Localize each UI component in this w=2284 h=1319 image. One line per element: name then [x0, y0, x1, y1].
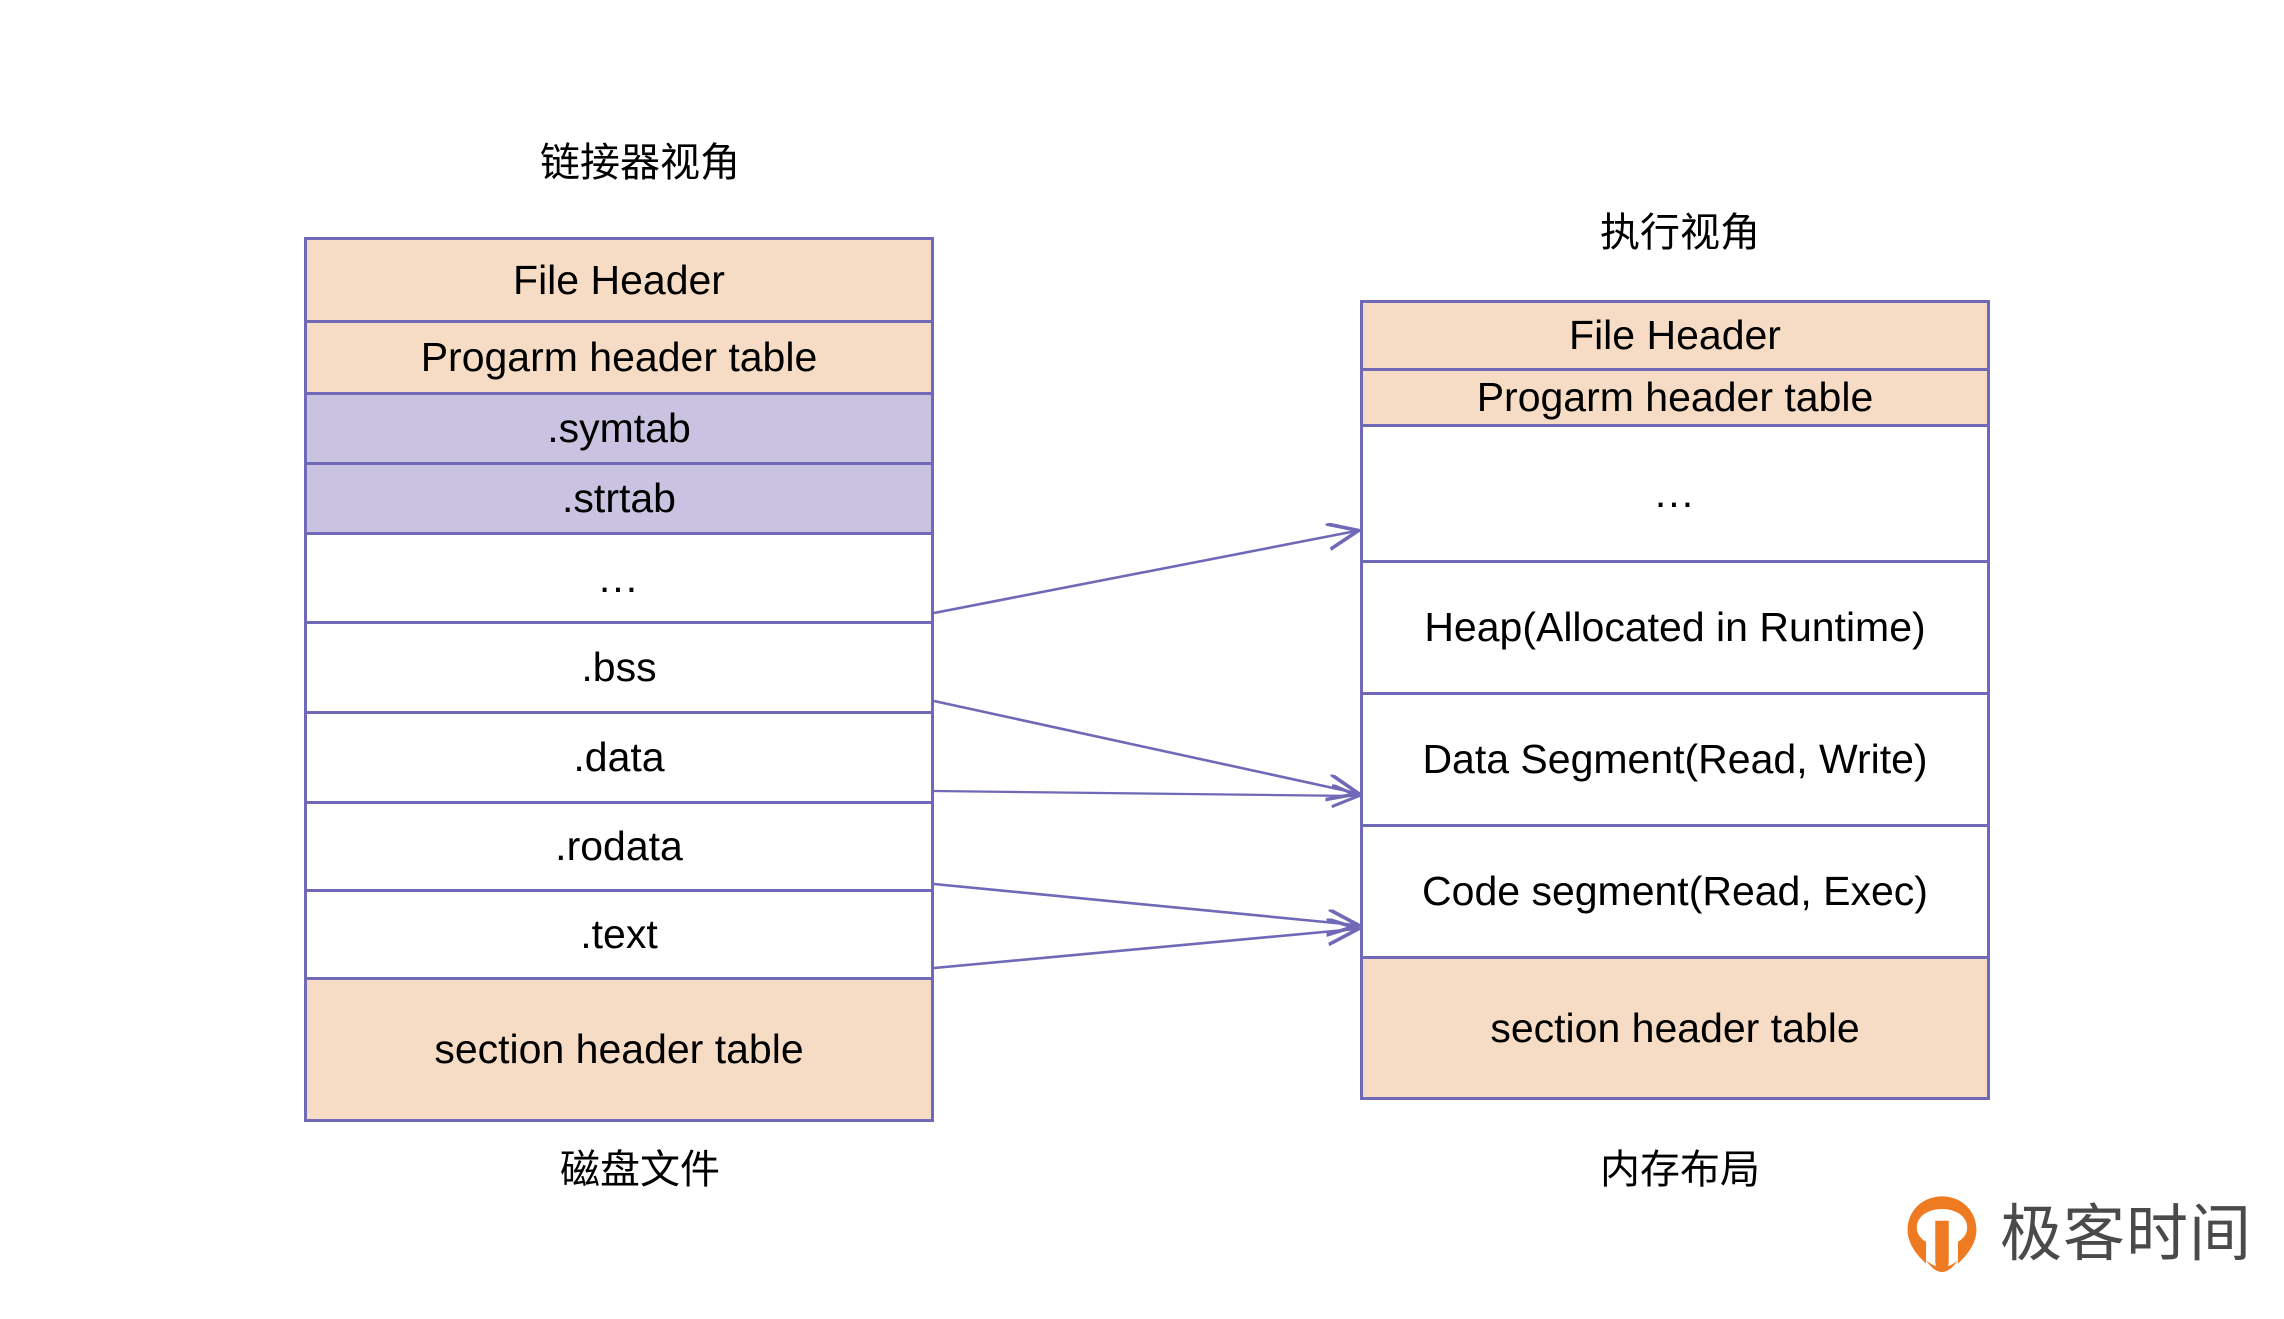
linker-row-symtab: .symtab [307, 395, 931, 465]
exec-row-code-segment: Code segment(Read, Exec) [1363, 827, 1987, 959]
linker-row-file-header: File Header [307, 240, 931, 323]
linker-view-table: File Header Progarm header table .symtab… [304, 237, 934, 1122]
arrow-bss-to-data-segment [933, 699, 1356, 793]
linker-view-title: 链接器视角 [540, 141, 740, 185]
exec-row-label: Progarm header table [1476, 374, 1874, 420]
exec-row-heap: Heap(Allocated in Runtime) [1363, 563, 1987, 695]
arrow-ellipsis-to-ellipsis [933, 531, 1356, 615]
linker-row-label: ... [598, 554, 640, 601]
linker-row-data: .data [307, 714, 931, 804]
memory-layout-caption: 内存布局 [1600, 1148, 1760, 1192]
exec-row-file-header: File Header [1363, 303, 1987, 371]
linker-row-label: .text [580, 911, 658, 957]
disk-file-caption: 磁盘文件 [560, 1148, 720, 1192]
exec-row-program-header-table: Progarm header table [1363, 371, 1987, 427]
linker-row-label: .strtab [562, 475, 676, 521]
linker-row-label: Progarm header table [420, 334, 818, 380]
exec-row-ellipsis: ... [1363, 427, 1987, 563]
exec-row-label: section header table [1490, 1004, 1860, 1051]
exec-row-section-header-table: section header table [1363, 959, 1987, 1097]
linker-row-label: .symtab [547, 405, 691, 451]
exec-row-label: ... [1654, 470, 1696, 516]
linker-row-ellipsis: ... [307, 535, 931, 624]
linker-row-section-header-table: section header table [307, 980, 931, 1119]
arrow-data-to-data-segment [933, 791, 1356, 796]
exec-row-label: Heap(Allocated in Runtime) [1424, 604, 1926, 650]
linker-row-label: section header table [434, 1026, 804, 1072]
linker-row-strtab: .strtab [307, 465, 931, 535]
exec-row-label: Data Segment(Read, Write) [1422, 736, 1928, 782]
geektime-pin-icon [1907, 1196, 1977, 1272]
linker-row-text: .text [307, 892, 931, 980]
exec-row-label: Code segment(Read, Exec) [1422, 868, 1928, 914]
linker-row-label: .bss [581, 644, 657, 690]
linker-row-program-header-table: Progarm header table [307, 323, 931, 395]
arrow-text-to-code-segment [933, 929, 1356, 970]
linker-row-label: File Header [513, 256, 725, 303]
linker-row-rodata: .rodata [307, 804, 931, 892]
execution-view-table: File Header Progarm header table ... Hea… [1360, 300, 1990, 1100]
brand-logo-text: 极客时间 [2000, 1200, 2253, 1269]
linker-row-bss: .bss [307, 624, 931, 714]
brand-logo: 极客时间 [1900, 1185, 2253, 1285]
execution-view-title: 执行视角 [1600, 211, 1760, 255]
arrow-rodata-to-code-segment [933, 882, 1356, 925]
linker-row-label: .data [573, 734, 665, 780]
exec-row-data-segment: Data Segment(Read, Write) [1363, 695, 1987, 827]
linker-row-label: .rodata [555, 823, 683, 869]
exec-row-label: File Header [1569, 312, 1781, 358]
